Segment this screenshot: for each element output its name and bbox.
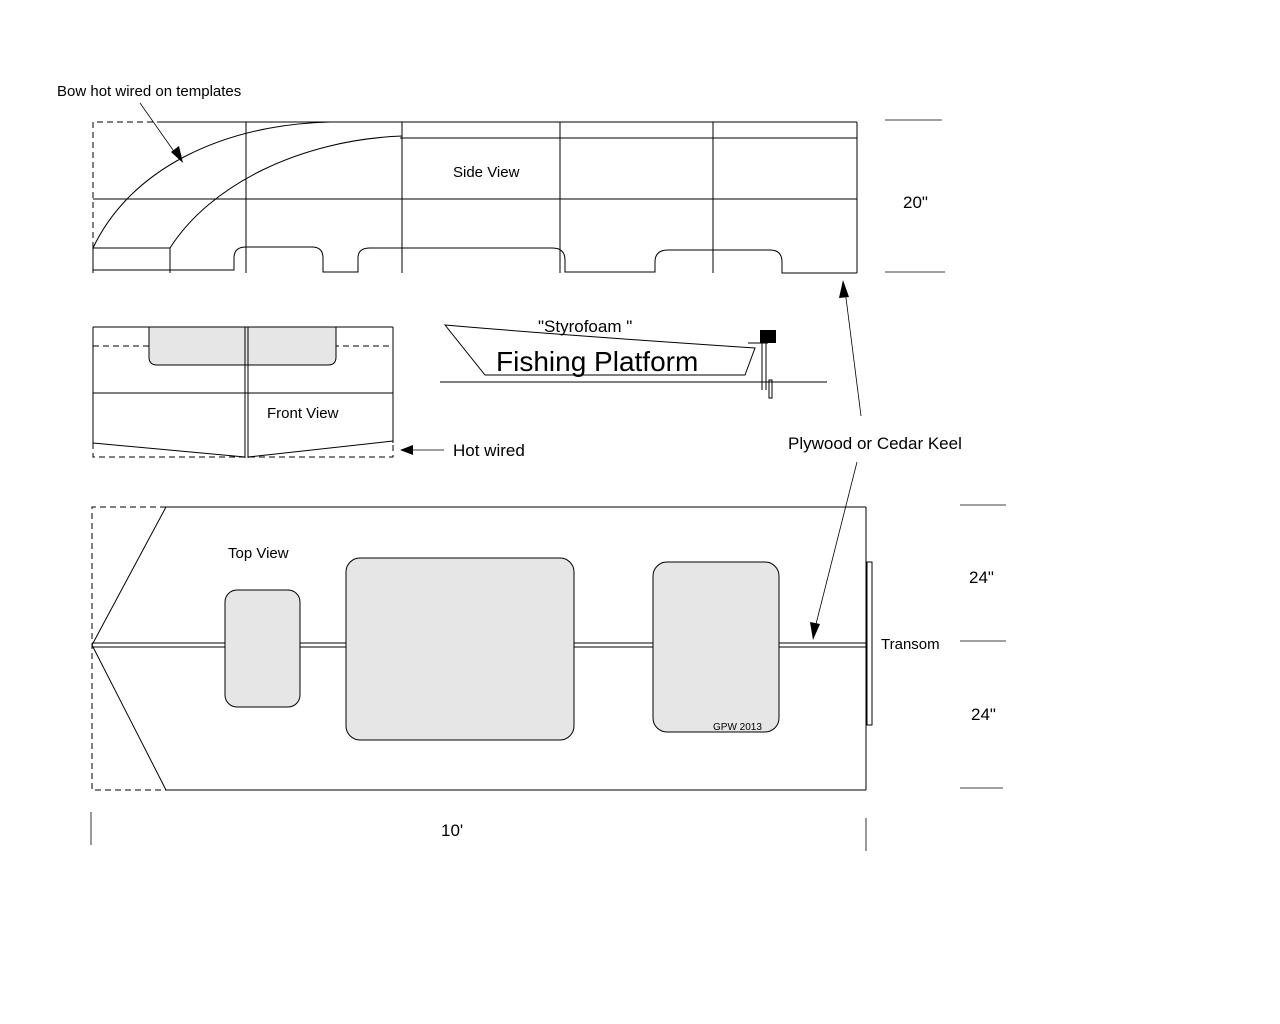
keel-label: Plywood or Cedar Keel [788,434,962,453]
credit-label: GPW 2013 [713,722,762,733]
sketch-motor-leg [768,379,773,399]
hot-wired-arrowhead [400,445,413,455]
top-well-large [345,557,575,741]
side-bow-curve-inner [169,135,403,249]
top-view-label: Top View [228,545,289,562]
keel-callout: Plywood or Cedar Keel [788,280,962,640]
top-width-dimension: 24" 24" [960,504,1006,789]
bow-hot-wired-label: Bow hot wired on templates [57,83,241,100]
keel-leader-up [844,289,862,417]
side-height-label: 20" [903,193,928,212]
top-bow-line-lower [91,644,167,791]
top-half-upper-label: 24" [969,568,994,587]
hot-wired-callout: Hot wired [400,441,525,460]
keel-arrowhead-down [810,622,820,640]
side-view-label: Side View [453,164,520,181]
keel-arrowhead-up [839,280,849,298]
styrofoam-label: "Styrofoam " [538,317,632,336]
front-dashed-outline [92,441,394,458]
length-label: 10' [441,821,463,840]
fishing-platform-title: Fishing Platform [496,346,698,377]
hot-wired-label: Hot wired [453,441,525,460]
front-view-label: Front View [267,405,339,422]
transom-label: Transom [881,636,940,653]
side-bow-dashed-outline [92,121,160,248]
top-well-stern [652,561,780,733]
top-transom [866,561,873,726]
sketch-hull [443,324,756,376]
boat-sketch: "Styrofoam " Fishing Platform [440,317,827,399]
side-bottom-profile [93,246,857,274]
sketch-motor-head [760,330,776,343]
keel-leader-down [814,461,858,629]
side-height-dimension: 20" [885,119,945,273]
top-view: Top View Transom GPW 2013 [91,506,940,791]
top-bow-dashed-outline [91,506,166,791]
front-bottom-left [92,442,246,458]
front-view: Front View [92,326,394,458]
bow-arrowhead [171,146,183,163]
top-half-lower-label: 24" [971,705,996,724]
top-bow-line-upper [91,506,167,646]
length-dimension: 10' [90,812,867,851]
front-bottom-right [247,440,394,458]
side-view: Side View [92,121,858,274]
side-bow-curve-outer [92,121,331,249]
bow-callout: Bow hot wired on templates [57,83,241,163]
front-cockpit-well [148,326,337,366]
top-well-small [224,589,301,708]
